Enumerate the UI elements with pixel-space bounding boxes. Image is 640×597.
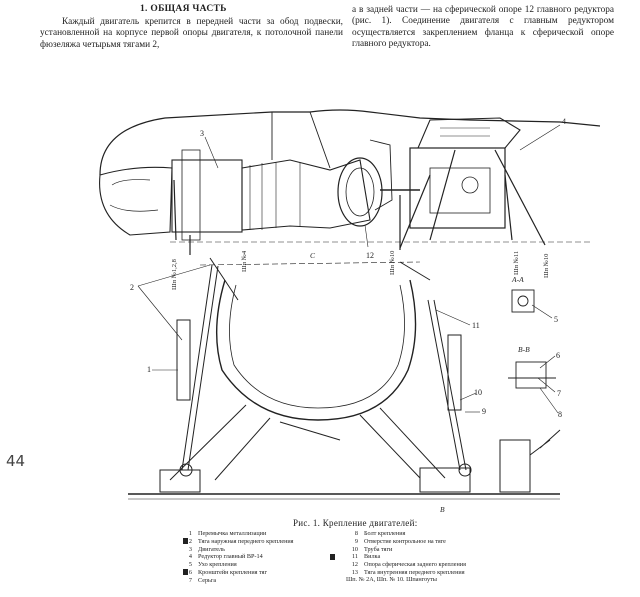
callout-11: 11	[472, 321, 480, 330]
section-label-bb: В-В	[518, 345, 530, 354]
section-bb-detail	[508, 361, 556, 389]
section-labels: А-А В-В В С	[310, 251, 530, 514]
legend-marker-10	[330, 554, 335, 560]
section-label-c: С	[310, 251, 316, 260]
main-gearbox	[409, 117, 521, 229]
front-strut-left	[176, 264, 219, 477]
body-text-left: Каждый двигатель крепится в передней час…	[40, 17, 343, 50]
section-heading: 1. ОБЩАЯ ЧАСТЬ	[140, 4, 227, 14]
fuselage-contour	[99, 109, 601, 176]
section-aa-detail	[511, 289, 535, 313]
callout-2: 2	[130, 283, 134, 292]
exhaust-flange	[337, 139, 420, 227]
callout-4: 4	[562, 117, 566, 126]
frame-labels: Шп №1,2,8 Шп №4 Шп №10 Шп №11 Шп №10	[171, 250, 550, 290]
callout-7: 7	[557, 389, 561, 398]
frame-label-1: Шп №1,2,8	[171, 259, 178, 290]
frame-label-2: Шп №4	[241, 250, 248, 272]
callout-9: 9	[482, 407, 486, 416]
callout-5: 5	[554, 315, 558, 324]
suspension-ring	[209, 257, 431, 421]
frame-label-3: Шп №10	[389, 251, 396, 275]
callout-8: 8	[558, 410, 562, 419]
figure-caption: Рис. 1. Крепление двигателей:	[293, 518, 418, 528]
reference-line-c	[199, 261, 421, 266]
engine-body	[171, 111, 371, 241]
callout-12: 12	[366, 251, 374, 260]
hanging-rods	[173, 179, 401, 255]
leader-lines	[137, 124, 561, 414]
floor-brackets	[159, 429, 561, 493]
front-strut-right	[427, 299, 472, 477]
callout-1: 1	[147, 365, 151, 374]
callout-6: 6	[556, 351, 560, 360]
legend-marker-2	[183, 538, 188, 544]
body-text-right: а в задней части — на сферической опоре …	[352, 5, 614, 50]
frame-label-4: Шп №11	[513, 251, 520, 275]
margin-handwritten-number: 44	[6, 452, 26, 470]
section-label-aa: А-А	[511, 275, 524, 284]
inner-struts	[169, 404, 446, 481]
legend-marker-6	[183, 569, 188, 575]
engine-nose	[99, 166, 173, 236]
gearbox-struts	[399, 149, 546, 249]
frame-label-5: Шп №10	[543, 254, 550, 278]
callout-3: 3	[200, 129, 204, 138]
section-label-b: В	[440, 505, 445, 514]
callout-10: 10	[474, 388, 482, 397]
callout-numbers: 3 4 2 1 5 6 7 8 9 10 11 12	[130, 117, 566, 419]
legend-note: Шп. № 2А, Шп. № 10. Шпангоуты	[346, 576, 437, 583]
